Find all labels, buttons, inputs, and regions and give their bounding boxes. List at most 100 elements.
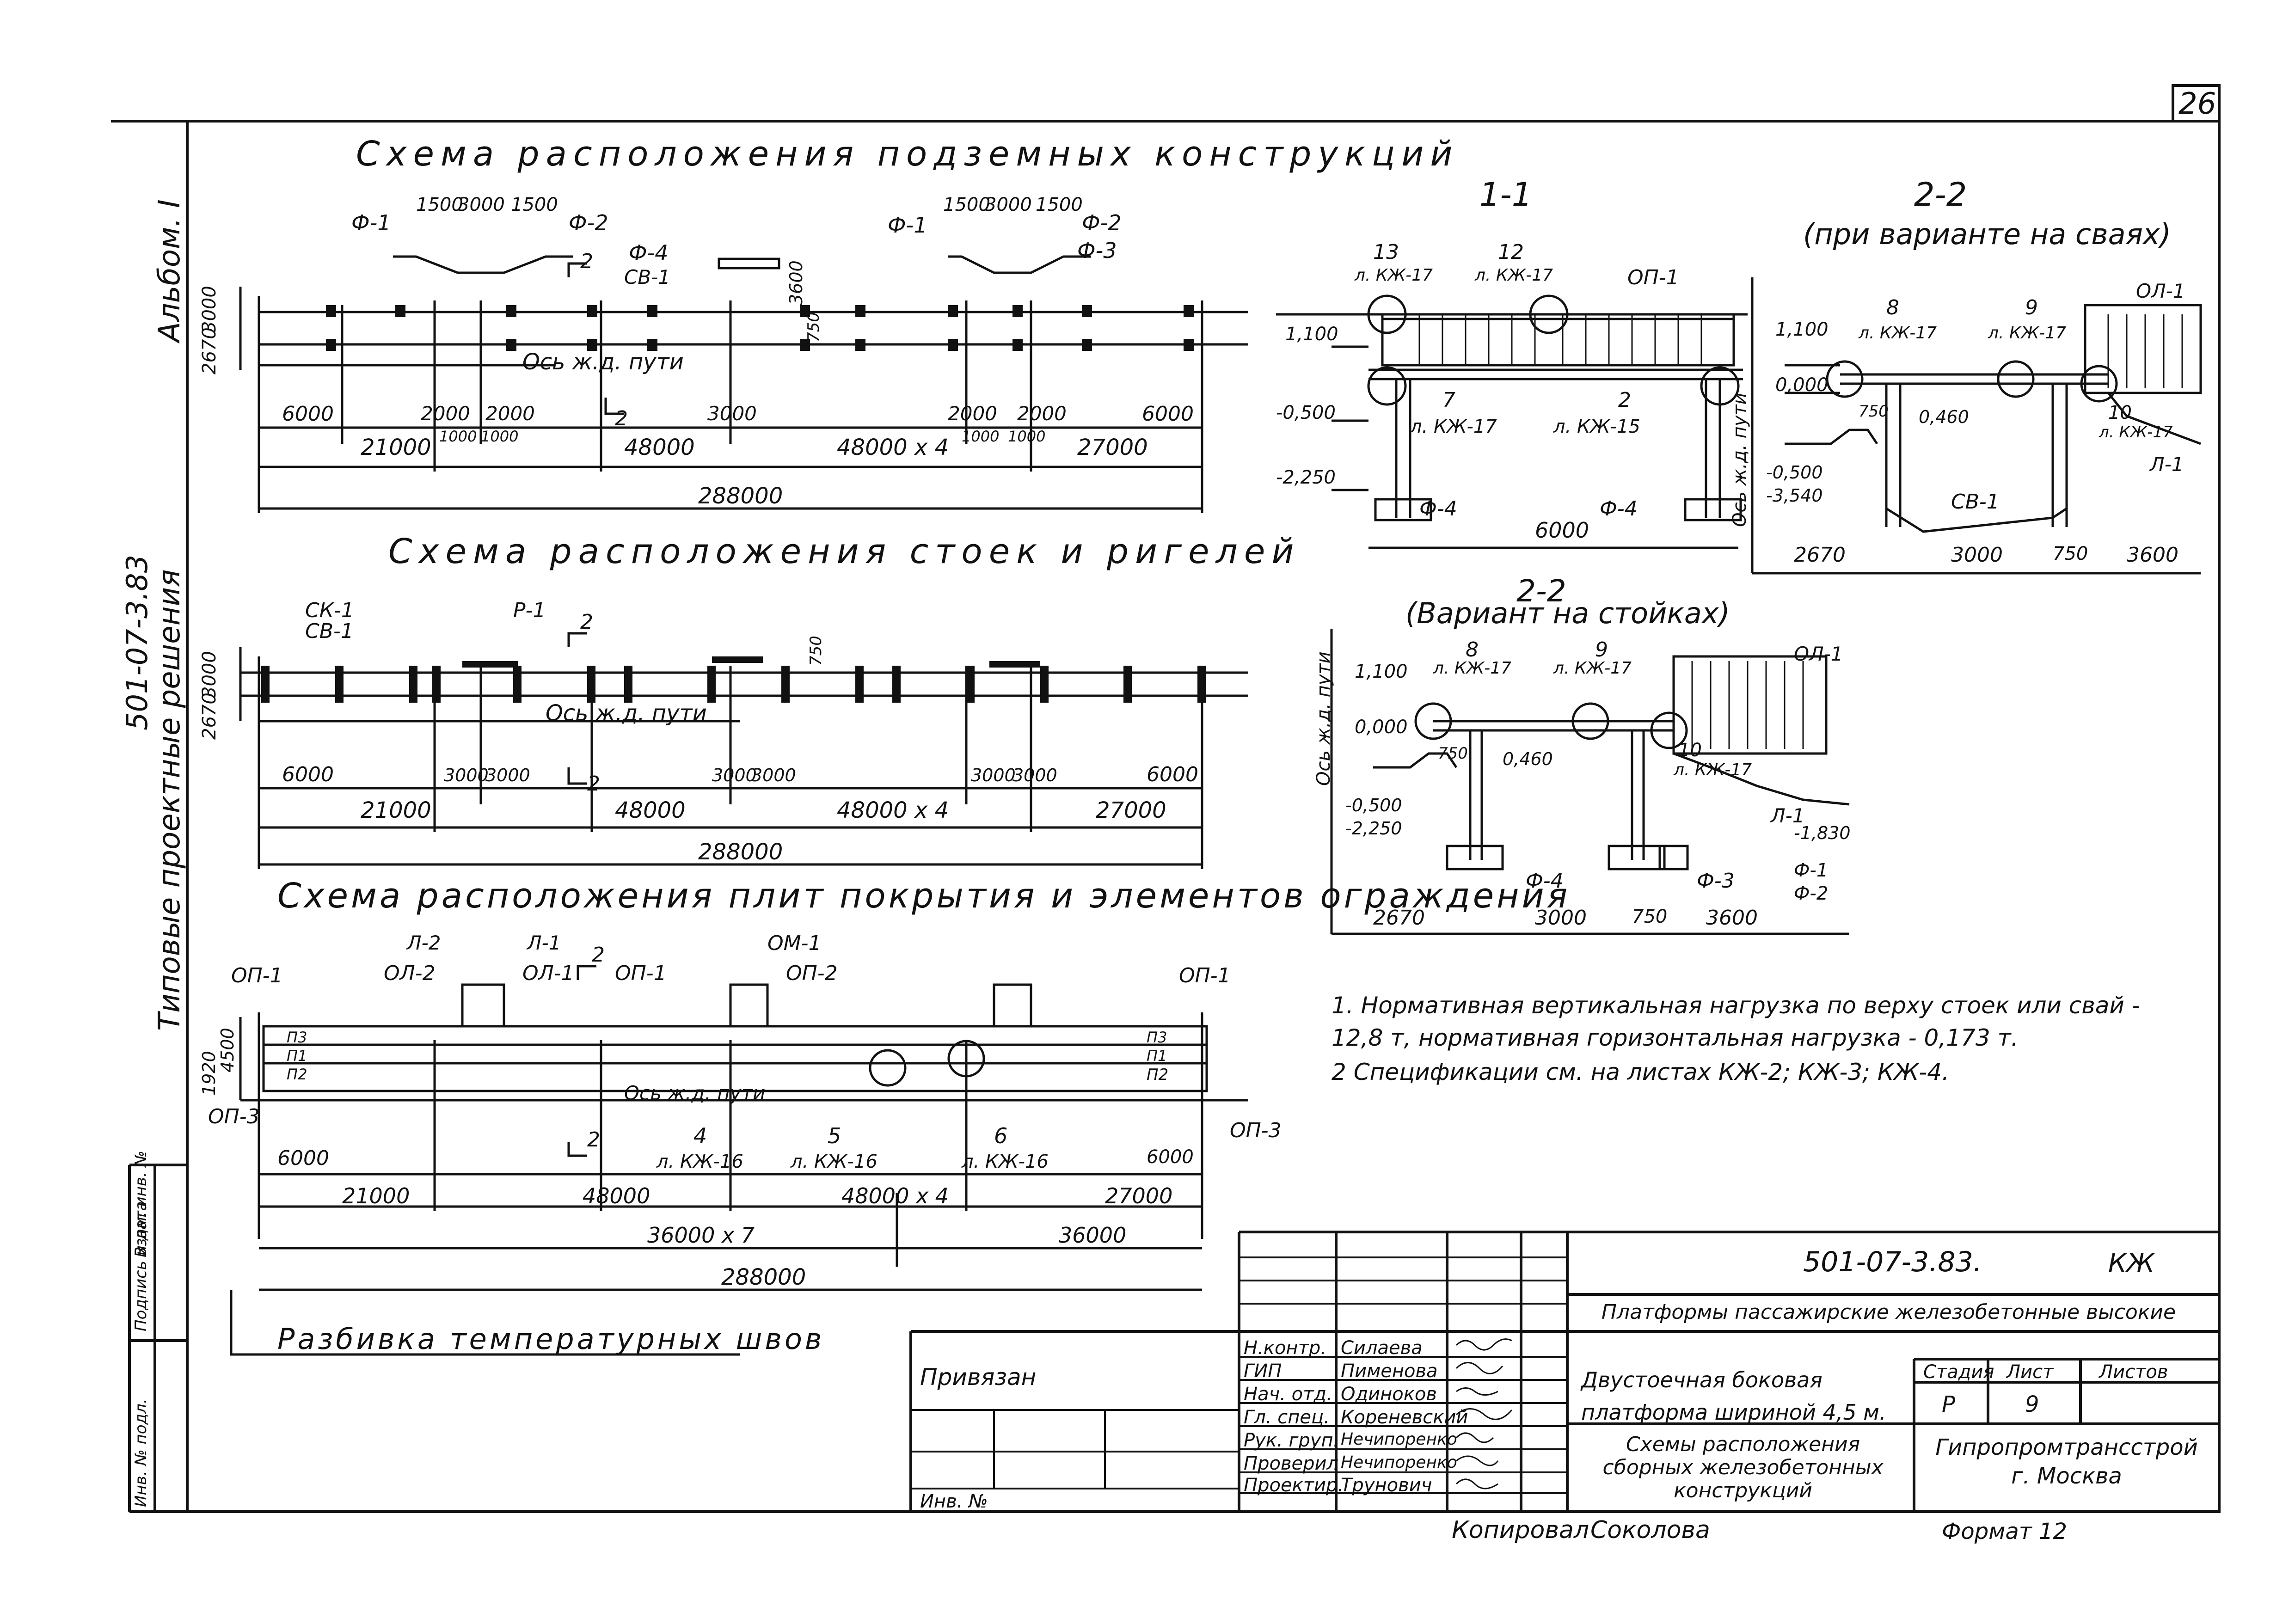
p2-dim: 6000: [282, 763, 334, 786]
p3-dim: 36000: [1059, 1223, 1127, 1248]
p1-total: 288000: [698, 483, 783, 509]
section-2-2-piles-note: (при варианте на сваях): [1803, 217, 2171, 251]
s22b-label: Ф-1: [1794, 860, 1829, 881]
p1-side-dim: 3000: [199, 286, 220, 333]
s22b-level: -1,830: [1794, 823, 1851, 843]
title-columns: Схема расположения стоек и ригелей: [388, 532, 1301, 571]
p3-label: ОМ-1: [767, 932, 822, 955]
p1-label: Ф-4: [629, 240, 669, 265]
p1-label: Ф-2: [569, 210, 608, 235]
series-code: 501-07-3.83: [120, 554, 154, 730]
series-title: Типовые проектные решения: [153, 569, 187, 1031]
p3-callout-ref: л. КЖ-16: [791, 1151, 878, 1172]
s22b-callout-ref: л. КЖ-17: [1433, 659, 1512, 678]
signatory-name: Нечипоренко: [1341, 1453, 1457, 1472]
p3-label: ОП-1: [1179, 964, 1231, 987]
section-1-1-title: 1-1: [1479, 176, 1533, 214]
p3-callout-num: 4: [693, 1123, 707, 1148]
p3-label: ОП-2: [786, 962, 838, 985]
doc-mark: КЖ: [2108, 1248, 2155, 1278]
copied-name: Соколова: [1590, 1516, 1710, 1544]
p3-label: 2: [587, 1128, 600, 1152]
s22a-small-dim: 750: [1859, 402, 1889, 421]
s22b-label: Л-1: [1771, 804, 1805, 827]
s22b-callout-num: 8: [1466, 638, 1479, 662]
signatory-role: Гл. спец.: [1244, 1407, 1330, 1428]
p2-axis-label: Ось ж.д. пути: [546, 700, 707, 726]
p1-label: 1500: [416, 194, 463, 215]
signatory-name: Трунович: [1341, 1475, 1432, 1496]
s22a-label: ОЛ-1: [2136, 280, 2185, 302]
sheet-number: 26: [2178, 87, 2216, 121]
format-label: Формат 12: [1942, 1519, 2068, 1544]
p3-callout-ref: л. КЖ-16: [657, 1151, 743, 1172]
p2-label: СК-1: [305, 599, 354, 622]
p3-label: П1: [1147, 1047, 1167, 1065]
s11-width: 6000: [1535, 518, 1589, 543]
s22a-dim: 2670: [1794, 543, 1846, 567]
p1-label: СВ-1: [624, 266, 671, 288]
p2-dim: 3000: [751, 765, 796, 785]
p3-side-dim: 4500: [217, 1028, 238, 1072]
p1-side-dim: 2670: [199, 327, 220, 374]
s22a-callout-num: 8: [1886, 296, 1899, 319]
note-2: 2 Спецификации см. на листах КЖ-2; КЖ-3;…: [1332, 1059, 1950, 1085]
p1-label: 1500: [511, 194, 558, 215]
s11-callout-ref: л. КЖ-17: [1355, 266, 1433, 285]
signatory-role: Проверил: [1244, 1453, 1339, 1474]
drawing-title: Схемы расположения сборных железобетонны…: [1602, 1433, 1884, 1502]
p1-dim: 2000: [1017, 402, 1067, 425]
s22a-label: СВ-1: [1951, 490, 2000, 514]
p2-label: 2: [580, 610, 593, 634]
p1-label: Ф-2: [1082, 210, 1122, 235]
p1-label: Ф-1: [888, 213, 927, 238]
p2-total: 288000: [698, 839, 783, 865]
signatory-role: Н.контр.: [1244, 1337, 1326, 1359]
p1-label: 3600: [786, 260, 806, 305]
sheet-frame: [186, 120, 2221, 1513]
section-2-2b-title: 2-2: [1516, 573, 1566, 609]
p1-dim: 48000 х 4: [837, 435, 949, 460]
title-underground: Схема расположения подземных конструкций: [356, 134, 1459, 174]
s11-label: Ф-4: [1419, 497, 1457, 521]
s11-callout-ref: л. КЖ-17: [1475, 266, 1553, 285]
stage-value: Р: [1942, 1391, 1955, 1417]
p1-dim: 27000: [1077, 435, 1148, 460]
p2-dim: 6000: [1147, 763, 1198, 786]
project-title: Платформы пассажирские железобетонные вы…: [1601, 1300, 2176, 1324]
s11-callout-num: 12: [1498, 240, 1524, 264]
p3-callout-num: 6: [994, 1123, 1008, 1148]
stamp-col-1: Инв. № подл.: [132, 1398, 150, 1507]
p1-dim-small: 1000: [481, 428, 519, 445]
s22b-dim: 3600: [1706, 906, 1758, 930]
plan3-lines: [230, 965, 1248, 1356]
s22b-callout-num: 9: [1595, 638, 1608, 662]
signatory-name: Кореневский: [1341, 1407, 1468, 1428]
signatory-role: Нач. отд.: [1244, 1384, 1332, 1405]
section-2-2b-note: (Вариант на стойках): [1405, 596, 1730, 630]
s22a-callout-num: 10: [2108, 402, 2132, 423]
s22b-dim: 750: [1632, 906, 1668, 927]
p2-dim: 3000: [712, 765, 757, 785]
p2-label: 2: [587, 772, 600, 796]
p3-label: П2: [1147, 1066, 1169, 1084]
p3-side-dim: 1920: [199, 1051, 219, 1096]
s11-callout-num: 13: [1373, 240, 1399, 264]
p1-axis-label: Ось ж.д. пути: [522, 349, 684, 375]
section-2-2b-lines: [1330, 629, 1850, 935]
s22a-dim: 3000: [1951, 543, 2003, 567]
signatory-name: Одиноков: [1341, 1384, 1437, 1405]
s22a-level: -3,540: [1766, 485, 1823, 506]
p1-label: 2: [580, 250, 593, 273]
s22a-callout-ref: л. КЖ-17: [1859, 324, 1937, 343]
sheets-label: Листов: [2099, 1361, 2168, 1383]
s11-level: 1,100: [1285, 324, 1338, 345]
s22b-callout-ref: л. КЖ-17: [1674, 760, 1752, 779]
note-1: 1. Нормативная вертикальная нагрузка по …: [1332, 992, 2140, 1051]
section-1-1-lines: [1276, 294, 1748, 549]
s22b-label: ОЛ-1: [1794, 643, 1843, 665]
plan1-lines: [239, 255, 1248, 513]
s22a-level: 1,100: [1775, 319, 1829, 340]
section-1-1-railing: [1418, 314, 1702, 365]
signatory-name: Пименова: [1341, 1360, 1438, 1382]
